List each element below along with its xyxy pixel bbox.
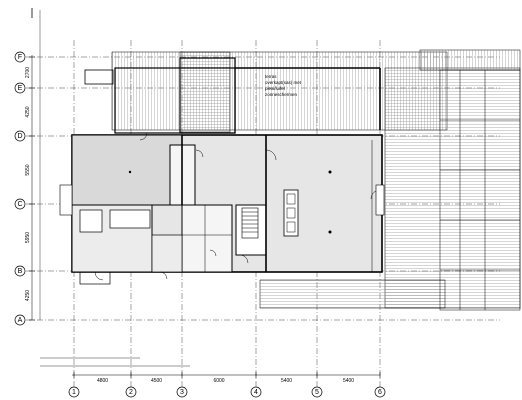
axis-label-col: 4: [254, 389, 258, 396]
terrace-note-line-2: overkapt(sas) met: [265, 80, 302, 85]
axis-marker-col-2: 2: [125, 386, 137, 398]
axis-marker-row-A: A: [14, 314, 26, 326]
axis-marker-row-C: C: [14, 198, 26, 210]
dimension-vertical: 5550: [25, 164, 31, 175]
axis-label-col: 1: [72, 389, 76, 396]
axis-marker-col-6: 6: [374, 386, 386, 398]
column-axis-markers: 1 2 3 4 5 6: [68, 386, 386, 398]
main-building: [59, 132, 385, 285]
dimension-vertical: 4250: [25, 290, 31, 301]
axis-label-row: B: [18, 268, 23, 275]
axis-label-col: 2: [129, 389, 133, 396]
terrace-note: terras overkapt(sas) met plexi/luifel zo…: [265, 74, 302, 97]
dimension-vertical: 5950: [25, 232, 31, 243]
stair: [241, 207, 259, 239]
axis-label-row: E: [18, 85, 23, 92]
dimension-horizontal: 6000: [213, 378, 224, 384]
terrace-roof-area: [111, 49, 521, 311]
dimension-horizontal: 5400: [343, 378, 354, 384]
axis-marker-col-5: 5: [311, 386, 323, 398]
horizontal-dimension-chain: 4800 4500 6000 5400 5400: [40, 357, 381, 384]
upper-wing: [84, 57, 381, 134]
axis-label-col: 5: [315, 389, 319, 396]
axis-marker-row-D: D: [14, 130, 26, 142]
axis-label-row: F: [18, 54, 22, 61]
row-axis-markers: F E D C B A: [14, 51, 26, 326]
dimension-horizontal: 5400: [281, 378, 292, 384]
dimension-horizontal: 4800: [97, 378, 108, 384]
axis-label-row: D: [17, 133, 22, 140]
axis-label-col: 6: [378, 389, 382, 396]
terrace-note-line-4: zonneschermen: [265, 92, 298, 97]
axis-label-row: A: [18, 317, 23, 324]
axis-marker-col-4: 4: [250, 386, 262, 398]
terrace-note-line-1: terras: [265, 74, 277, 79]
axis-marker-row-F: F: [14, 51, 26, 63]
dimension-horizontal: 4500: [151, 378, 162, 384]
axis-marker-row-E: E: [14, 82, 26, 94]
terrace-note-line-3: plexi/luifel: [265, 86, 285, 91]
axis-marker-col-3: 3: [176, 386, 188, 398]
dimension-vertical: 2700: [25, 67, 31, 78]
vertical-dimension-chain: 2700 4250 5550 5950 4250: [25, 8, 41, 321]
axis-label-row: C: [17, 201, 22, 208]
axis-marker-col-1: 1: [68, 386, 80, 398]
axis-label-col: 3: [180, 389, 184, 396]
axis-marker-row-B: B: [14, 265, 26, 277]
dimension-vertical: 4250: [25, 106, 31, 117]
